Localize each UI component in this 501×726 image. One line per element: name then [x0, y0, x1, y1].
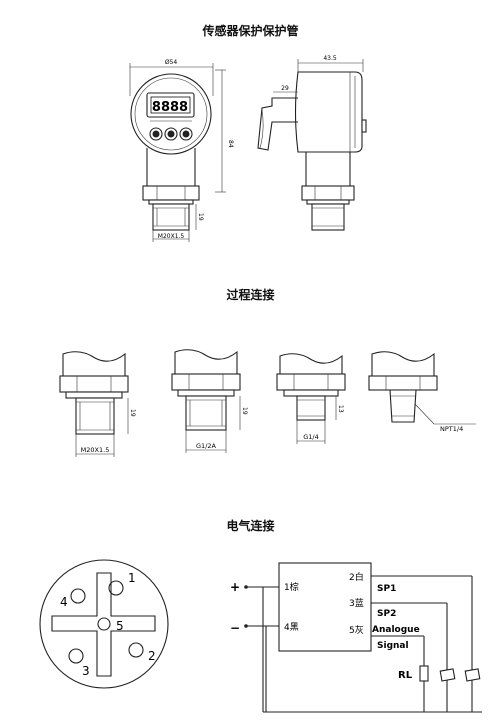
- process-connection-2: 19 G1/2A: [171, 349, 248, 453]
- terminal-5-label: 5灰: [349, 624, 364, 636]
- button-middle-icon: [164, 127, 178, 141]
- terminal-4-label: 4黑: [284, 622, 299, 633]
- pin-3-label: 3: [82, 664, 90, 678]
- electrical-connection-title: 电气连接: [226, 519, 275, 533]
- conn-1-thread-label: M20X1.5: [81, 446, 110, 454]
- load-sp2-icon: [439, 668, 456, 682]
- terminal-2-label: 2白: [349, 571, 364, 583]
- button-left-icon: [149, 127, 163, 141]
- pin-4-label: 4: [60, 595, 68, 609]
- process-connection-title: 过程连接: [226, 288, 275, 302]
- terminal-3-label: 3蓝: [349, 597, 364, 609]
- sp1-label: SP1: [377, 584, 396, 594]
- dim-thread-length-label: 19: [197, 213, 204, 221]
- plus-label: +: [230, 580, 240, 594]
- conn-1-length-label: 19: [129, 409, 136, 417]
- thread-label: M20X1.5: [158, 233, 185, 240]
- connector-pin-layout: 1 2 3 4 5: [39, 559, 169, 689]
- pin-2-label: 2: [148, 649, 156, 663]
- terminal-1-label: 1棕: [284, 581, 299, 593]
- button-right-icon: [179, 127, 193, 141]
- process-connection-3: 13 G1/4: [276, 353, 346, 444]
- minus-label: −: [230, 621, 240, 635]
- resistor-rl-icon: [419, 665, 429, 682]
- conn-3-length-label: 13: [337, 405, 344, 413]
- rl-label: RL: [398, 670, 413, 681]
- wiring-diagram: 1棕 4黑 2白 3蓝 5灰 + − SP1 SP2 Analogue Sign…: [230, 562, 482, 713]
- dim-height-label: 84: [227, 140, 234, 148]
- analog-label-2: Signal: [377, 641, 409, 651]
- dim-side-depth-label: 43.5: [323, 55, 337, 62]
- pin-3-icon: [68, 648, 84, 664]
- process-connection-4: NPT1/4: [368, 351, 476, 433]
- dim-width-label: Ø54: [165, 59, 178, 66]
- pin-4-icon: [70, 588, 86, 604]
- process-connection-1: 19 M20X1.5: [59, 351, 136, 457]
- pin-5-label: 5: [116, 619, 124, 633]
- sensor-side-view: 43.5 29: [257, 55, 367, 231]
- conn-3-thread-label: G1/4: [303, 433, 319, 441]
- sensor-front-view: Ø54 84 8888 19: [129, 59, 234, 242]
- pin-1-label: 1: [128, 571, 136, 585]
- sp2-label: SP2: [377, 609, 396, 619]
- pin-1-icon: [108, 580, 124, 596]
- dim-cable-label: 29: [281, 85, 289, 92]
- conn-2-length-label: 19: [241, 407, 248, 415]
- conn-4-thread-label: NPT1/4: [440, 425, 463, 433]
- pin-5-icon: [97, 617, 111, 631]
- conn-2-thread-label: G1/2A: [196, 442, 216, 450]
- housing-title: 传感器保护保护管: [202, 24, 299, 38]
- display-digits-graphic: 8888: [152, 100, 188, 115]
- analog-label-1: Analogue: [372, 625, 420, 635]
- pin-2-icon: [128, 642, 144, 658]
- load-sp1-icon: [464, 668, 481, 682]
